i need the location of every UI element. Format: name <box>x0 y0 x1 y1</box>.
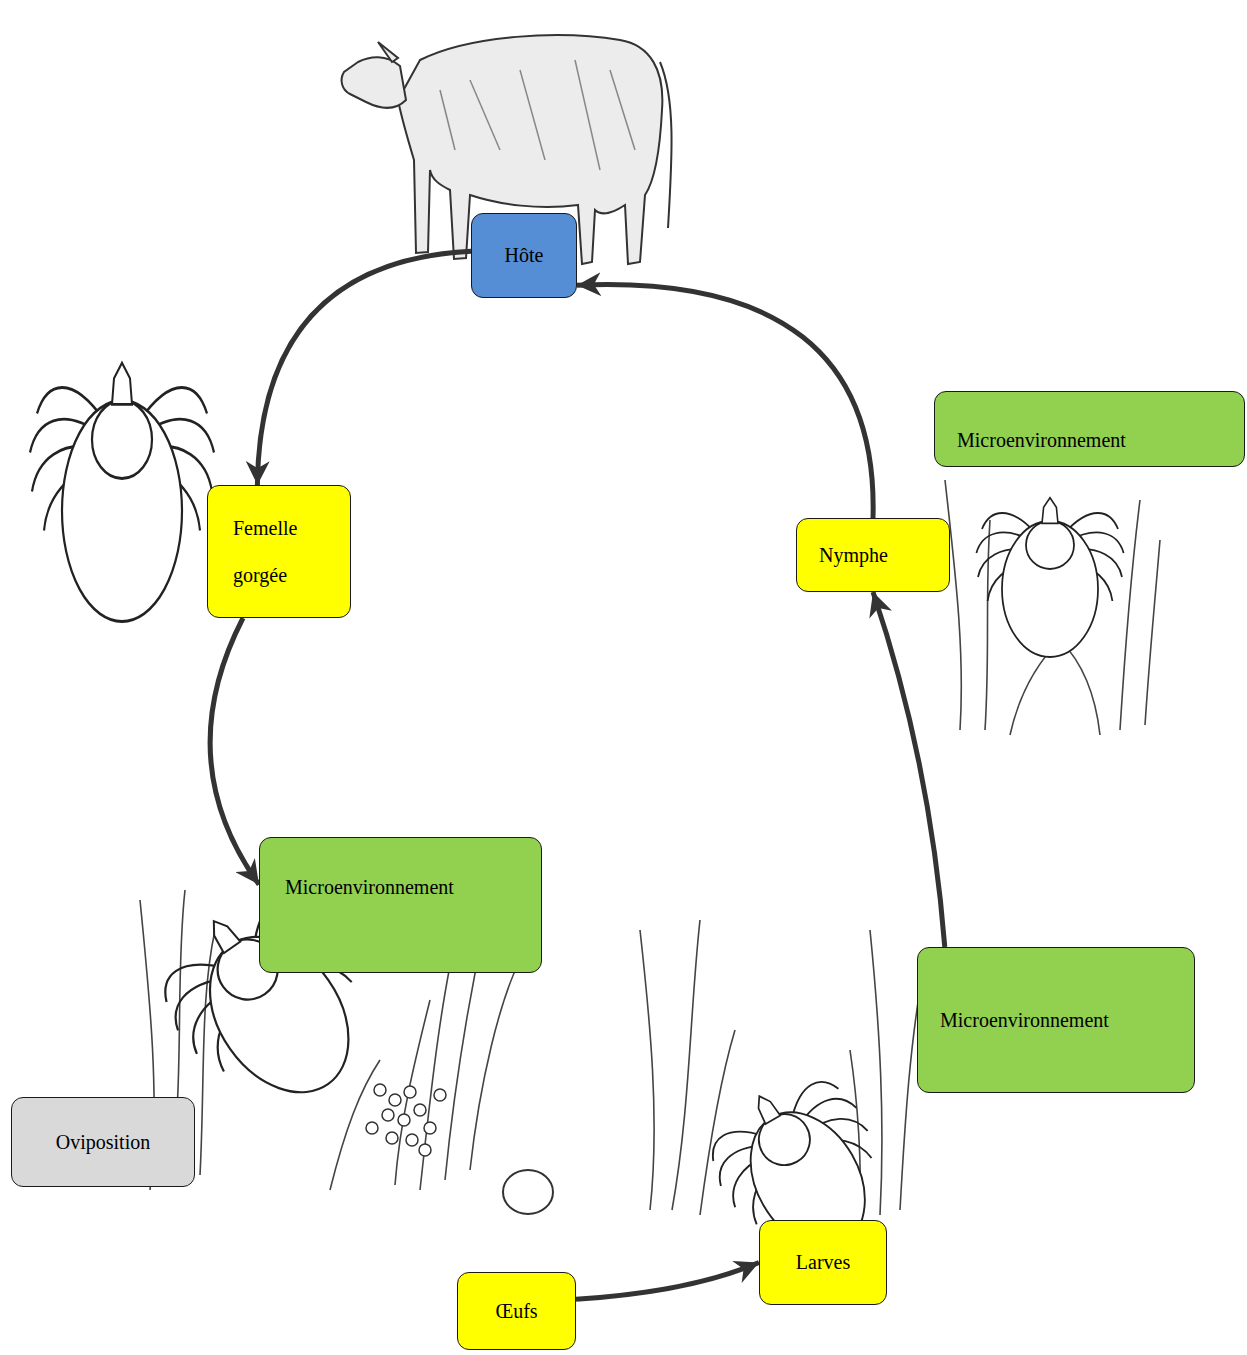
node-label: Microenvironnement <box>957 429 1126 452</box>
single-egg <box>503 1170 553 1214</box>
action-box: Oviposition <box>11 1097 195 1187</box>
node-label: Femelle gorgée <box>233 505 340 599</box>
stage-box: Femelle gorgée <box>207 485 351 618</box>
engorged-female-tick <box>30 363 214 622</box>
grass <box>140 480 1160 1220</box>
stage-box: Larves <box>759 1220 887 1305</box>
stage-box: Nymphe <box>796 518 950 592</box>
cycle-arrow <box>873 592 945 947</box>
nymph-tick <box>976 498 1123 657</box>
node-label: Microenvironnement <box>940 1009 1109 1032</box>
node-label: Larves <box>796 1251 850 1274</box>
node-label: Hôte <box>505 244 544 267</box>
environment-box: Microenvironnement <box>917 947 1195 1093</box>
node-label: Œufs <box>495 1300 537 1323</box>
cycle-arrow <box>576 1263 759 1300</box>
stage-box: Œufs <box>457 1272 576 1350</box>
environment-box: Microenvironnement <box>259 837 542 973</box>
node-label: Oviposition <box>56 1131 150 1154</box>
cow-horn <box>378 42 398 62</box>
environment-box: Microenvironnement <box>934 391 1245 467</box>
node-label: Nymphe <box>819 544 888 567</box>
cycle-arrow <box>210 618 259 885</box>
cow-head <box>342 57 406 108</box>
egg-cluster <box>366 1084 446 1156</box>
host-box: Hôte <box>471 213 577 298</box>
cow-shading <box>440 60 635 170</box>
cycle-arrow <box>577 285 873 518</box>
cycle-arrow <box>257 251 471 485</box>
cow-tail <box>660 62 672 228</box>
node-label: Microenvironnement <box>285 876 454 899</box>
